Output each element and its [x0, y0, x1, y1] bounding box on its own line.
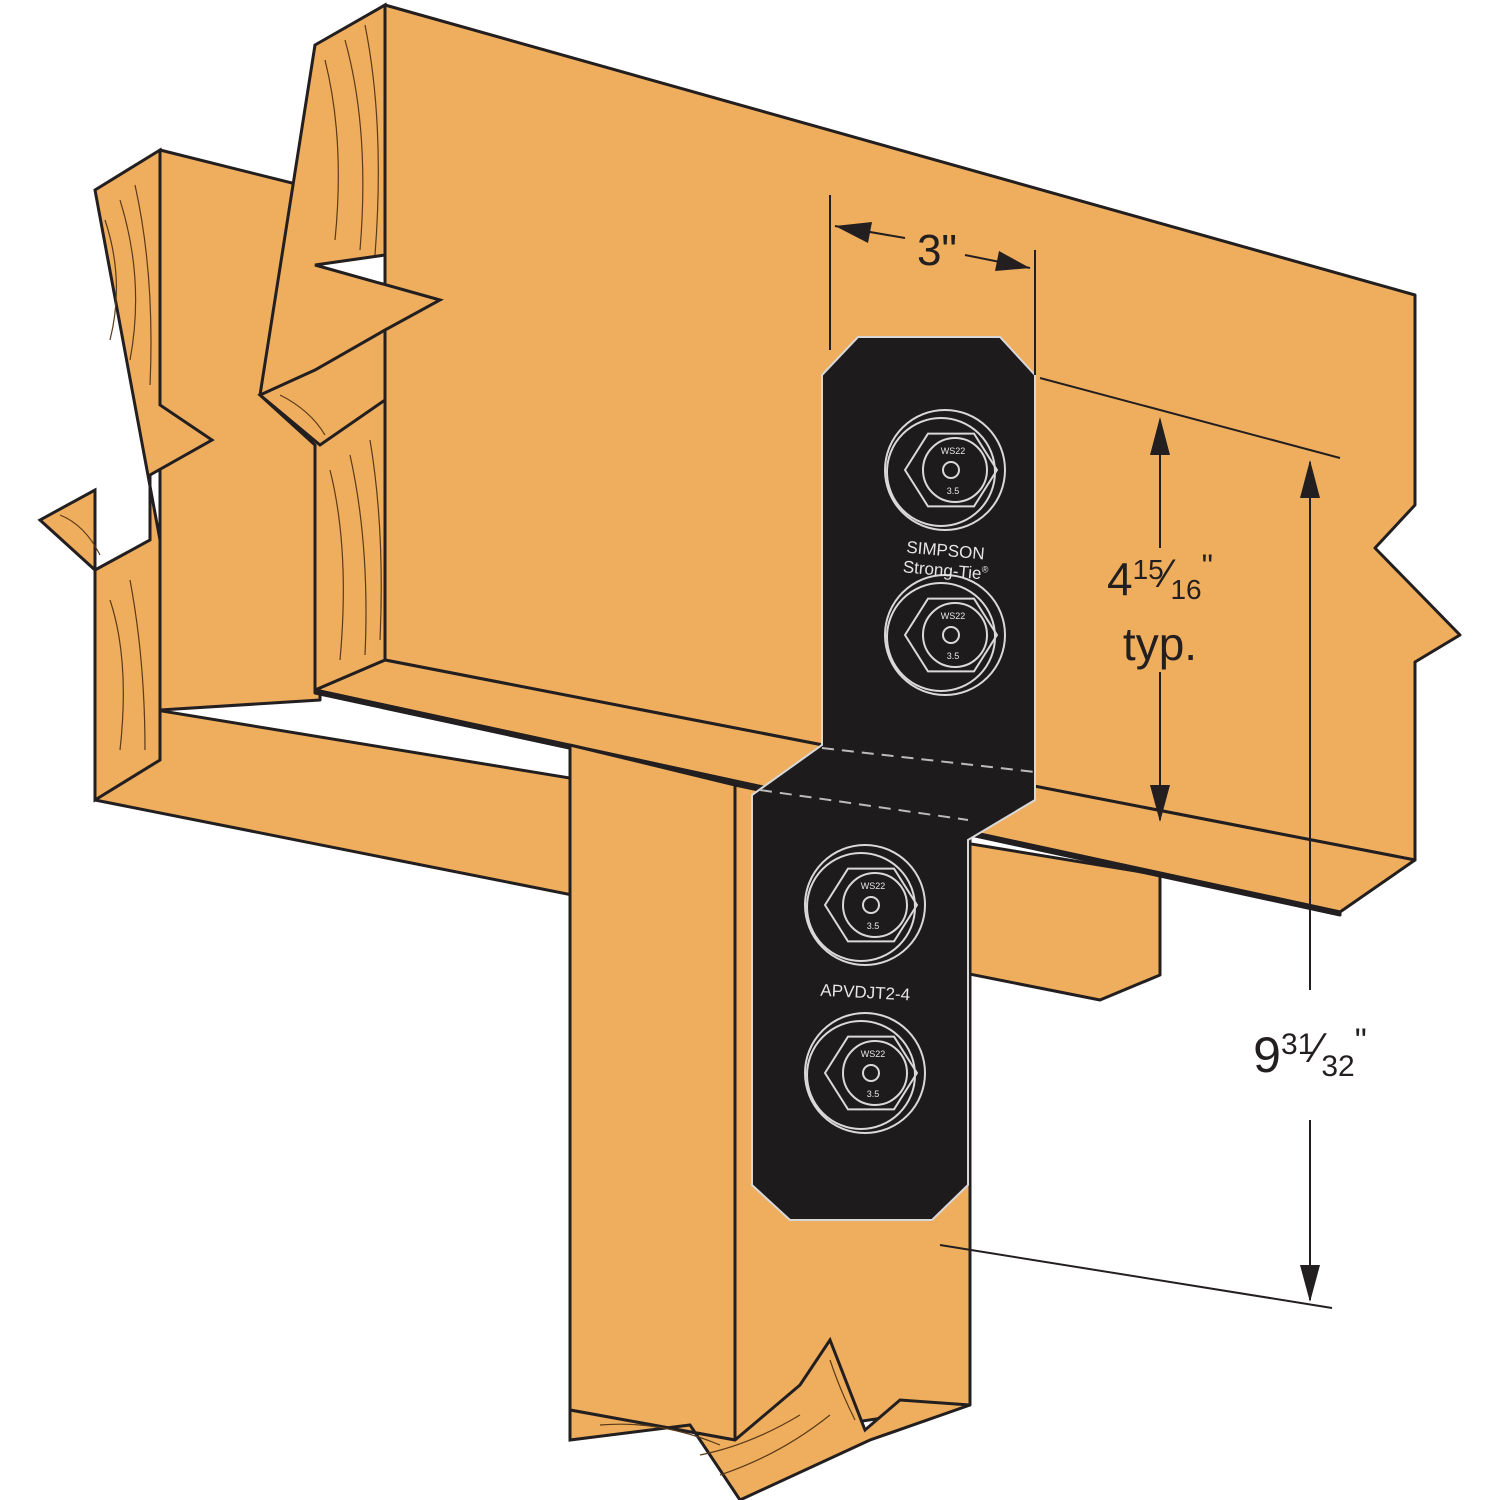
screw-head-icon: WS22 3.5	[884, 409, 1006, 531]
post-end-grain	[568, 1336, 971, 1500]
apvdjt2-4-bracket: WS22 3.5 WS22 3.5 WS22 3.5 WS22 3.5 SIMP…	[751, 336, 1036, 1221]
screw-size-label: 3.5	[947, 651, 960, 661]
length-label: 931⁄32"	[1253, 1022, 1367, 1083]
dimension-width: 3"	[829, 195, 1036, 375]
screw-head-icon: WS22 3.5	[884, 574, 1006, 696]
dimension-length: 931⁄32"	[939, 460, 1367, 1309]
screw-head-label: WS22	[861, 1049, 886, 1059]
screw-head-icon: WS22 3.5	[804, 1012, 926, 1134]
width-label: 3"	[917, 226, 957, 275]
screw-head-label: WS22	[861, 881, 886, 891]
screw-size-label: 3.5	[947, 486, 960, 496]
header-beam-end-grain	[257, 2, 444, 693]
spacing-note: typ.	[1123, 618, 1197, 670]
model-label: APVDJT2-4	[820, 981, 911, 1005]
screw-head-label: WS22	[941, 611, 966, 621]
rear-beam-end-grain	[37, 147, 215, 803]
screw-head-label: WS22	[941, 446, 966, 456]
screw-head-icon: WS22 3.5	[804, 844, 926, 966]
screw-size-label: 3.5	[867, 921, 880, 931]
screw-size-label: 3.5	[867, 1089, 880, 1099]
